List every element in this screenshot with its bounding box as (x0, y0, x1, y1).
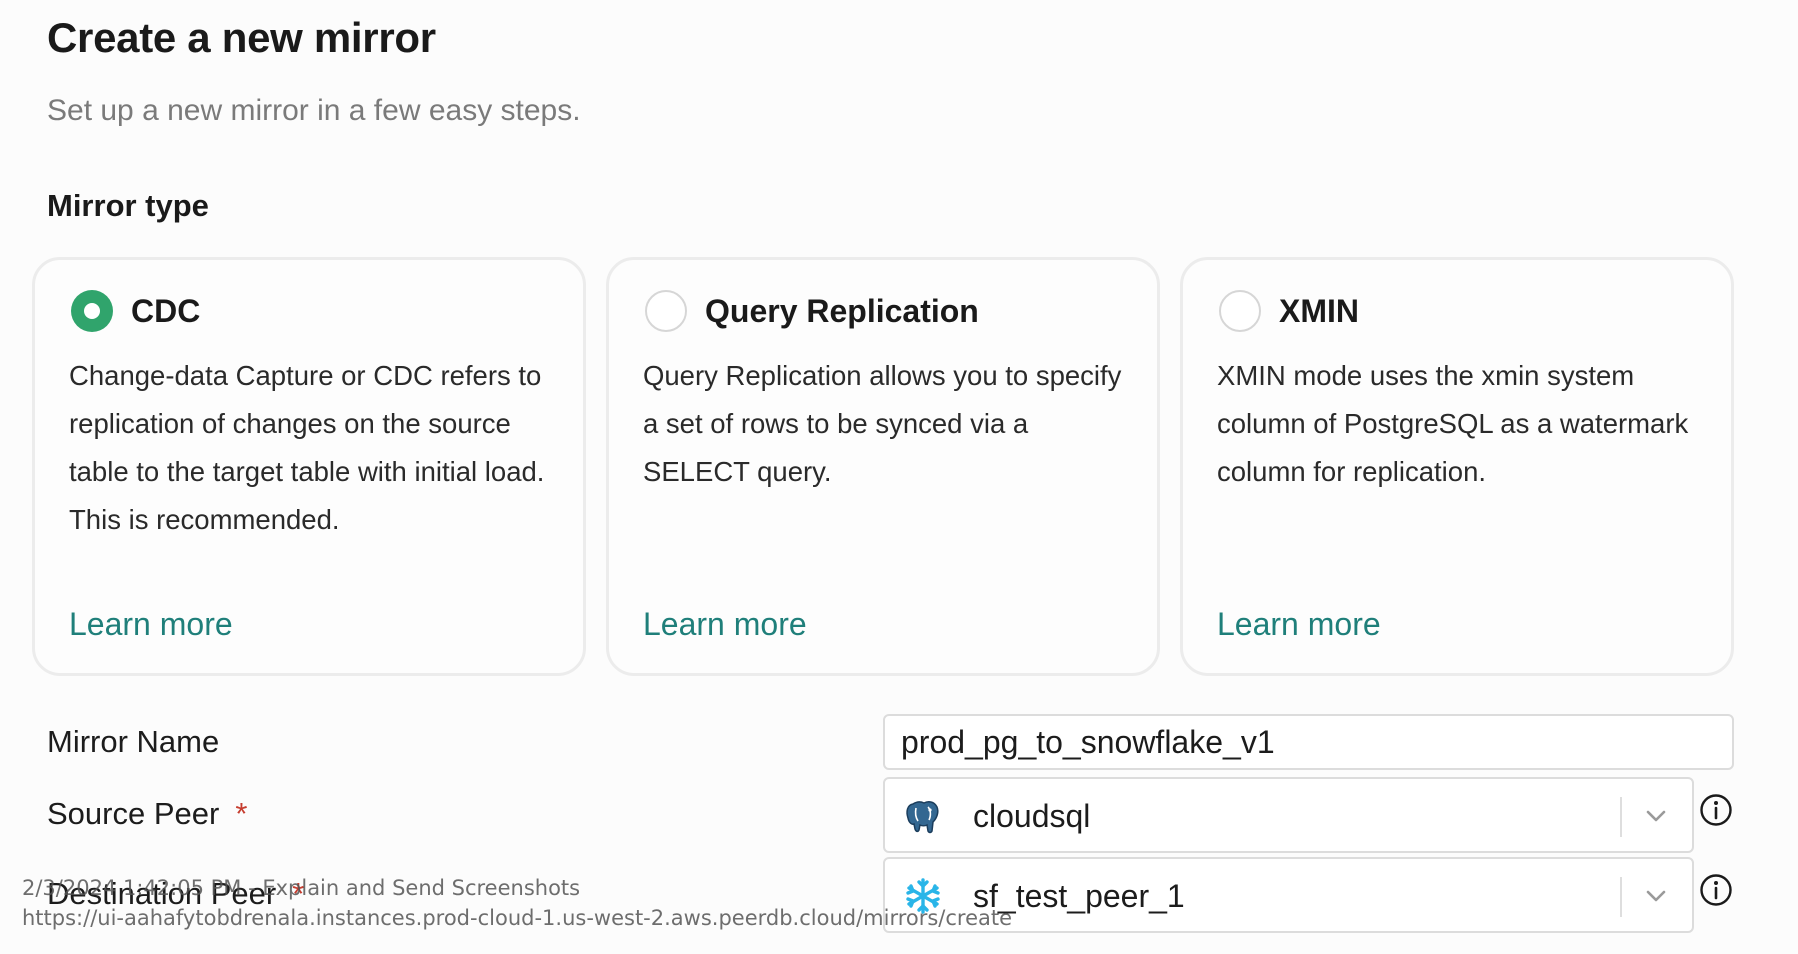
card-description-query-replication: Query Replication allows you to specify … (643, 360, 1122, 487)
required-mark: * (292, 876, 305, 911)
source-peer-value: cloudsql (973, 798, 1091, 834)
source-peer-label-text: Source Peer (47, 796, 220, 831)
snowflake-icon (906, 878, 940, 914)
source-peer-select[interactable]: cloudsql (883, 777, 1694, 853)
card-description-cdc: Change-data Capture or CDC refers to rep… (69, 360, 545, 535)
card-title-xmin: XMIN (1279, 293, 1359, 329)
chevron-down-icon[interactable] (1641, 881, 1671, 911)
source-peer-label: Source Peer * (47, 796, 247, 832)
radio-xmin[interactable] (1219, 290, 1261, 332)
radio-query-replication[interactable] (645, 290, 687, 332)
postgres-elephant-icon (906, 801, 939, 834)
info-icon[interactable] (1699, 793, 1733, 827)
learn-more-link-xmin[interactable]: Learn more (1217, 606, 1381, 642)
info-icon[interactable] (1699, 873, 1733, 907)
screenshot-timestamp-overlay: 2/3/2024 1:42:05 PM - Explain and Send S… (22, 876, 581, 900)
destination-peer-label-text: Destination Peer (47, 876, 277, 911)
chevron-down-icon[interactable] (1641, 801, 1671, 831)
required-mark: * (235, 796, 248, 831)
mirror-type-heading: Mirror type (47, 188, 209, 223)
destination-peer-value: sf_test_peer_1 (973, 878, 1185, 914)
page-subtitle: Set up a new mirror in a few easy steps. (47, 94, 581, 127)
card-description-xmin: XMIN mode uses the xmin system column of… (1217, 360, 1689, 487)
destination-peer-label: Destination Peer * (47, 876, 304, 912)
card-title-cdc: CDC (131, 293, 201, 329)
mirror-type-card-xmin[interactable]: XMIN XMIN mode uses the xmin system colu… (1180, 257, 1734, 676)
destination-peer-select[interactable]: sf_test_peer_1 (883, 857, 1694, 933)
mirror-name-label: Mirror Name (47, 724, 220, 759)
mirror-type-card-cdc[interactable]: CDC Change-data Capture or CDC refers to… (32, 257, 586, 676)
card-title-query-replication: Query Replication (705, 293, 979, 329)
learn-more-link-query-replication[interactable]: Learn more (643, 606, 807, 642)
select-separator (1620, 797, 1622, 837)
mirror-type-card-query-replication[interactable]: Query Replication Query Replication allo… (606, 257, 1160, 676)
page-title: Create a new mirror (47, 14, 436, 61)
screenshot-url-overlay: https://ui-aahafytobdrenala.instances.pr… (22, 906, 1013, 930)
radio-cdc[interactable] (71, 290, 113, 332)
mirror-name-input[interactable] (883, 714, 1734, 770)
select-separator (1620, 877, 1622, 917)
learn-more-link-cdc[interactable]: Learn more (69, 606, 233, 642)
